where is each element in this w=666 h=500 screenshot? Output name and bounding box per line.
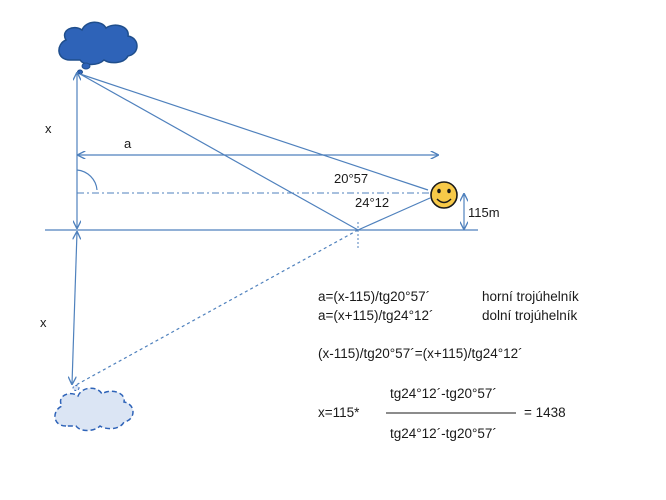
label-x-lower: x	[40, 315, 47, 330]
label-height: 115m	[468, 205, 500, 220]
observer-to-reflection-line	[357, 197, 431, 231]
equation-4-numerator: tg24°12´-tg20°57´	[390, 386, 497, 401]
label-a: a	[124, 136, 132, 151]
label-angle-lower: 24°12	[355, 195, 389, 210]
angle-arc	[76, 169, 98, 191]
label-x-upper: x	[45, 121, 52, 136]
reflected-sight-line	[75, 229, 359, 386]
label-angle-upper: 20°57	[334, 171, 368, 186]
equation-3: (x-115)/tg20°57´=(x+115)/tg24°12´	[318, 346, 523, 361]
equation-4-denominator: tg24°12´-tg20°57´	[390, 426, 497, 441]
equation-1-note: horní trojúhelník	[482, 289, 579, 304]
cloud-icon	[58, 21, 138, 75]
smiley-icon	[430, 181, 458, 209]
cloud-reflection-icon	[54, 385, 134, 432]
equation-2-note: dolní trojúhelník	[482, 308, 578, 323]
sight-line-to-reflection-point	[79, 73, 359, 231]
sight-line-to-observer	[79, 73, 429, 191]
equation-2: a=(x+115)/tg24°12´	[318, 308, 433, 323]
equation-4-prefix: x=115*	[318, 405, 360, 420]
lower-x-arrow	[72, 232, 77, 384]
equation-1: a=(x-115)/tg20°57´	[318, 289, 430, 304]
equation-4-result: = 1438	[524, 405, 566, 420]
